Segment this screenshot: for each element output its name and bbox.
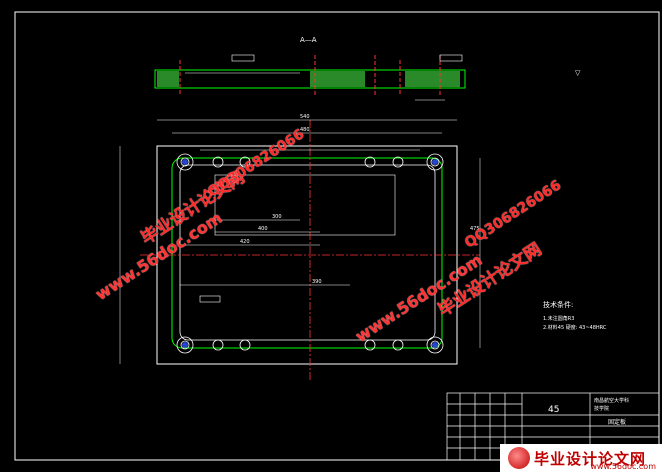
brand-logo-icon	[508, 447, 530, 469]
svg-text:300: 300	[272, 214, 282, 220]
svg-text:420: 420	[240, 239, 250, 245]
svg-text:技术条件:: 技术条件:	[543, 300, 573, 309]
footer-brand: 毕业设计论文网 www.56doc.com	[500, 444, 662, 472]
svg-text:1.未注圆角R3: 1.未注圆角R3	[543, 315, 574, 322]
svg-text:南昌航空大学科: 南昌航空大学科	[594, 397, 629, 404]
svg-text:390: 390	[312, 279, 322, 285]
svg-text:45: 45	[548, 405, 559, 415]
svg-text:480: 480	[300, 127, 310, 133]
footer-brand-name: 毕业设计论文网	[534, 449, 647, 468]
svg-text:400: 400	[258, 226, 268, 232]
svg-text:540: 540	[300, 114, 310, 120]
footer-brand-url: www.56doc.com	[590, 462, 656, 471]
svg-text:▽: ▽	[575, 69, 581, 77]
section-label: A—A	[300, 36, 317, 44]
svg-text:2.材料45 硬度: 43~48HRC: 2.材料45 硬度: 43~48HRC	[543, 324, 607, 331]
tech-requirements: 技术条件: 1.未注圆角R3 2.材料45 硬度: 43~48HRC	[543, 300, 607, 331]
svg-text:固定板: 固定板	[608, 418, 626, 426]
plan-view: 540 480 300 400 420 390 475	[119, 114, 481, 380]
svg-text:技学院: 技学院	[594, 405, 609, 412]
svg-text:475: 475	[470, 226, 480, 232]
section-view: A—A ▽	[154, 36, 581, 101]
drawing-border	[14, 11, 660, 461]
